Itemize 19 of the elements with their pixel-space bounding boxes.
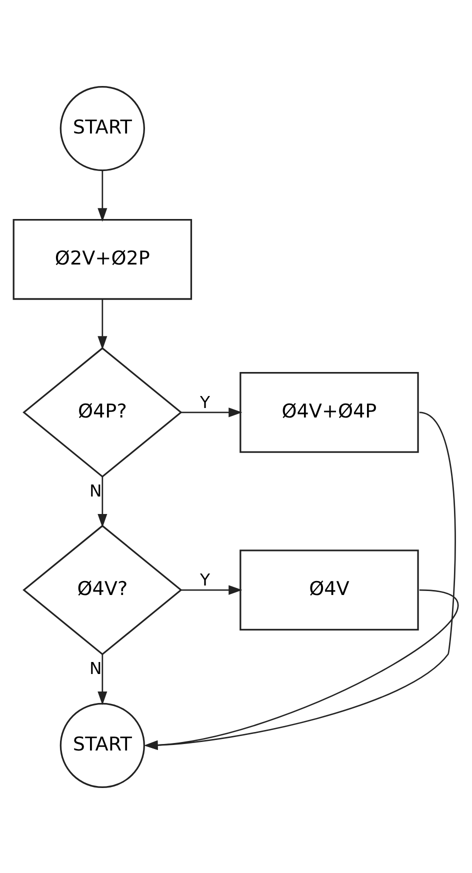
edge-label: Y xyxy=(200,392,210,412)
arrow xyxy=(181,584,242,594)
node-diamond: Ø4P? xyxy=(22,346,182,478)
arrow xyxy=(98,476,108,528)
arrow xyxy=(98,170,108,222)
edge-label: N xyxy=(89,658,102,678)
arrow xyxy=(98,298,108,350)
arrow xyxy=(181,407,242,417)
node-diamond: Ø4V? xyxy=(22,524,182,655)
node-box: Ø2V+Ø2P xyxy=(12,218,192,300)
arrow xyxy=(144,588,458,750)
edge-label: Y xyxy=(200,570,210,589)
edge-label: N xyxy=(89,481,102,500)
node-circle: START xyxy=(60,85,145,171)
node-box: Ø4V+Ø4P xyxy=(240,371,419,452)
arrow xyxy=(144,411,456,750)
arrow xyxy=(98,654,108,705)
node-circle: START xyxy=(60,702,145,788)
node-box: Ø4V xyxy=(240,549,419,630)
